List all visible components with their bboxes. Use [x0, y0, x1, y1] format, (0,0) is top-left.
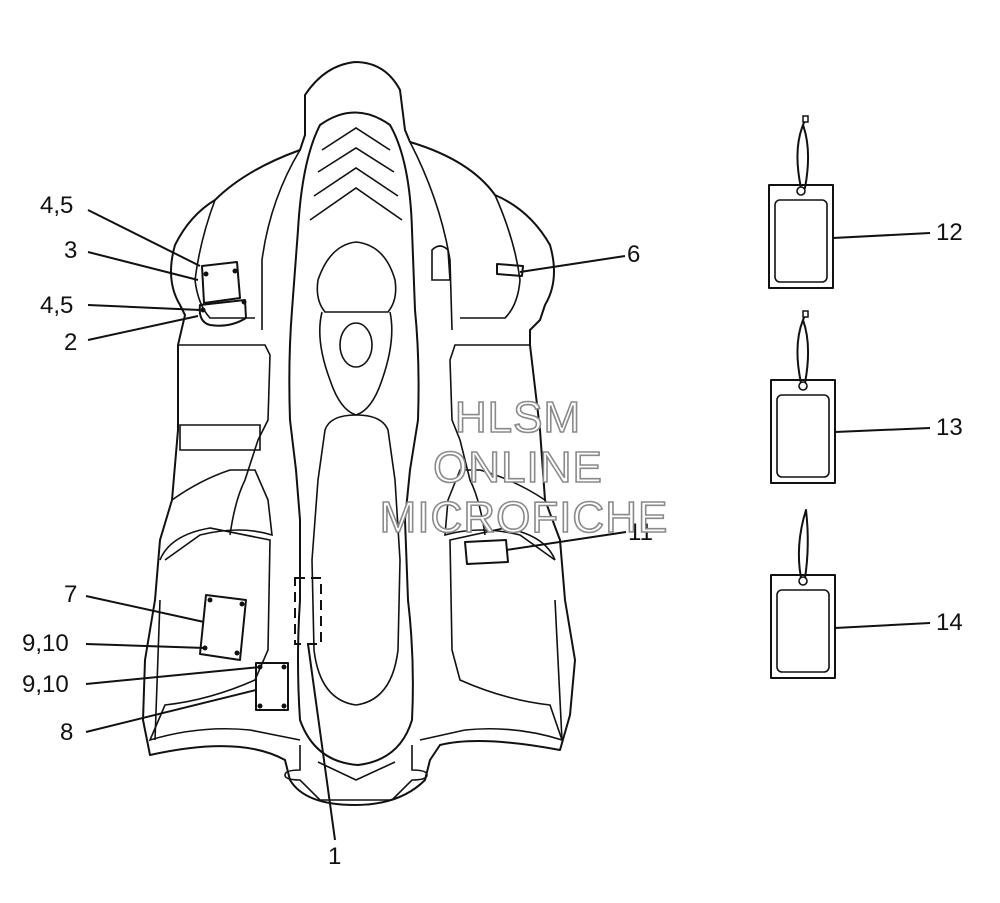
callout-9-10-upper: 9,10 — [22, 630, 69, 657]
callout-8: 8 — [60, 719, 73, 746]
callout-4-5-lower: 4,5 — [40, 292, 73, 319]
watermark-line-2: ONLINE — [433, 443, 603, 492]
hang-tag-12 — [768, 115, 834, 289]
callout-6: 6 — [627, 241, 640, 268]
hang-tag-13 — [770, 310, 836, 484]
callout-2: 2 — [64, 329, 77, 356]
hang-tag-14 — [770, 509, 836, 679]
decal-2 — [198, 299, 247, 327]
decal-3 — [201, 261, 241, 304]
callout-13: 13 — [936, 414, 963, 441]
callout-11: 11 — [628, 519, 653, 546]
watermark: HLSM ONLINE MICROFICHE — [379, 392, 669, 543]
callout-12: 12 — [936, 219, 963, 246]
decal-8 — [255, 662, 289, 711]
watermark-line-1: HLSM — [455, 393, 581, 442]
callout-9-10-lower: 9,10 — [22, 671, 69, 698]
callout-7: 7 — [64, 581, 77, 608]
decal-11 — [464, 539, 509, 565]
callout-3: 3 — [64, 237, 77, 264]
watermark-line-3: MICROFICHE — [380, 493, 669, 542]
decal-6 — [496, 263, 524, 277]
decal-7 — [199, 594, 247, 661]
callout-14: 14 — [936, 609, 963, 636]
callout-4-5-upper: 4,5 — [40, 192, 73, 219]
leader-lines — [85, 209, 931, 841]
callout-1: 1 — [328, 843, 341, 870]
atv-center-tank-seat — [284, 111, 451, 801]
